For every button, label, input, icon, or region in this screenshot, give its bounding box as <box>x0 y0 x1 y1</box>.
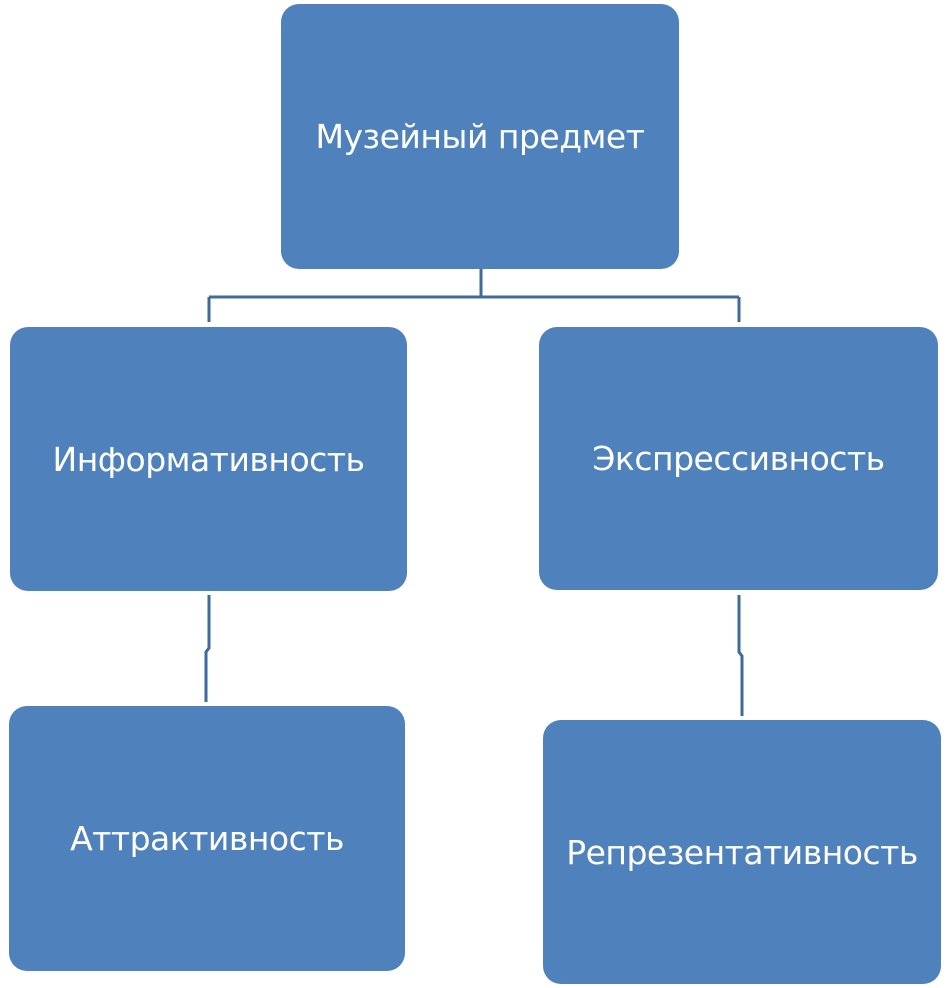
node-attractiveness-label: Аттрактивность <box>70 819 344 858</box>
node-informativeness: Информативность <box>10 327 407 591</box>
node-attractiveness: Аттрактивность <box>9 706 405 971</box>
connector-root-to-children <box>207 269 741 322</box>
connector-informativeness-to-attractiveness <box>204 595 211 702</box>
node-representativeness: Репрезентативность <box>543 720 941 984</box>
node-representativeness-label: Репрезентативность <box>566 832 918 872</box>
connector-expressiveness-to-representativeness <box>737 595 744 716</box>
node-expressiveness: Экспрессивность <box>539 327 938 590</box>
node-expressiveness-label: Экспрессивность <box>592 439 885 478</box>
node-museum-object-label: Музейный предмет <box>315 117 645 156</box>
node-museum-object: Музейный предмет <box>281 4 679 269</box>
node-informativeness-label: Информативность <box>52 439 365 479</box>
